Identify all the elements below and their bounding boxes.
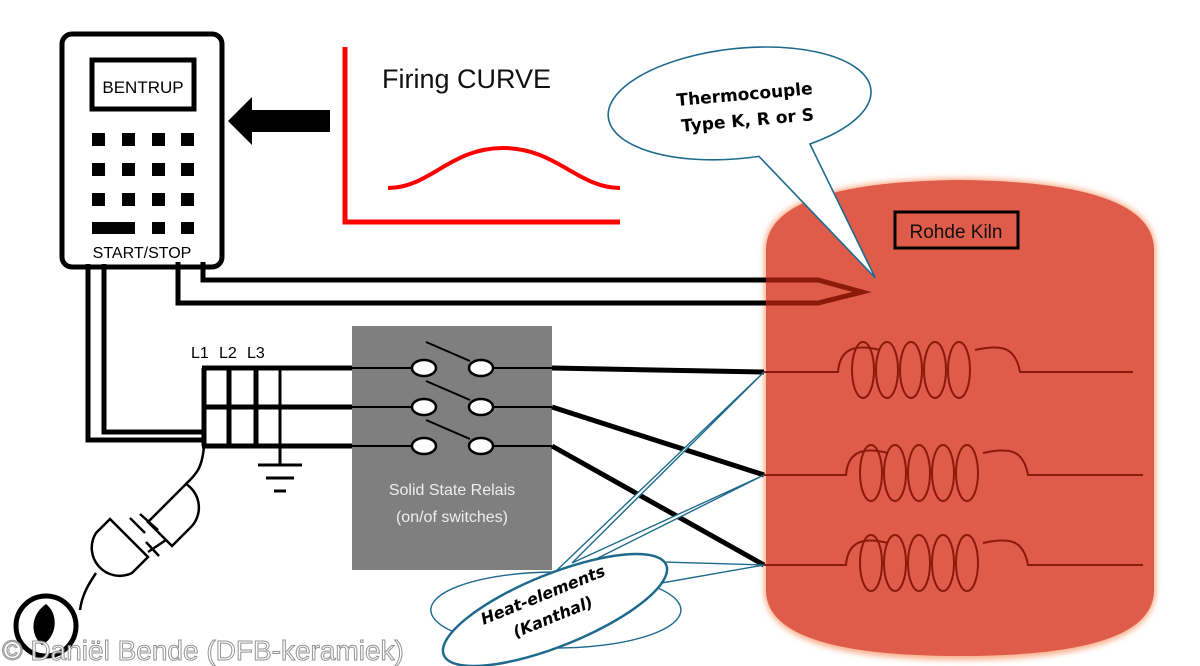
power-source-icon xyxy=(13,593,79,659)
phase-l3-label: L3 xyxy=(247,345,265,362)
key[interactable] xyxy=(122,163,135,176)
key[interactable] xyxy=(92,193,105,206)
heater-wires xyxy=(550,365,766,568)
callout-bubble xyxy=(607,46,876,279)
firing-curve-line xyxy=(387,145,621,190)
thermocouple-probe xyxy=(766,277,872,306)
key[interactable] xyxy=(152,163,165,176)
relay-label-line1: Solid State Relais xyxy=(389,482,515,499)
copyright-watermark: © Daniël Bende (DFB-keramiek) xyxy=(2,635,404,666)
key[interactable] xyxy=(181,133,194,146)
kiln: Rohde Kiln xyxy=(764,178,1156,660)
heating-coil-icon xyxy=(764,341,1133,399)
ground-icon xyxy=(258,463,302,493)
key[interactable] xyxy=(181,193,194,206)
mains-bus: L1 L2 L3 xyxy=(191,345,355,493)
keypad[interactable] xyxy=(92,133,194,234)
heating-coil-icon xyxy=(764,534,1143,592)
phase-l1-label: L1 xyxy=(191,345,209,362)
key[interactable] xyxy=(181,163,194,176)
arrow-left-icon xyxy=(228,97,330,145)
firing-curve-title: Firing CURVE xyxy=(382,64,551,94)
key[interactable] xyxy=(92,163,105,176)
key[interactable] xyxy=(181,222,194,234)
thermocouple-callout: Thermocouple Type K, R or S xyxy=(607,46,876,279)
heat-elements-callout: Heat-elements (Kanthal) xyxy=(430,371,765,666)
bentrup-controller[interactable]: BENTRUP START/STOP xyxy=(59,31,225,270)
switch-contact xyxy=(410,358,495,456)
controller-brand: BENTRUP xyxy=(102,78,183,97)
heating-coil-icon xyxy=(764,444,1143,502)
control-wires xyxy=(85,264,204,443)
start-stop-key[interactable] xyxy=(92,222,135,234)
power-plug-icon xyxy=(78,445,206,611)
display-box xyxy=(89,57,197,112)
firing-curve-graph: Firing CURVE xyxy=(342,47,621,225)
solid-state-relay: Solid State Relais (on/of switches) xyxy=(352,326,552,570)
curve-axes xyxy=(342,47,620,225)
key[interactable] xyxy=(152,222,165,234)
key[interactable] xyxy=(122,193,135,206)
phase-l2-label: L2 xyxy=(219,345,237,362)
relay-box xyxy=(352,326,552,570)
key[interactable] xyxy=(122,133,135,146)
start-stop-label: START/STOP xyxy=(93,245,192,262)
key[interactable] xyxy=(92,133,105,146)
heating-elements xyxy=(764,341,1143,592)
relay-label-line2: (on/of switches) xyxy=(396,509,508,526)
kiln-body xyxy=(766,180,1154,656)
thermocouple-wires xyxy=(175,262,872,306)
kiln-label: Rohde Kiln xyxy=(910,222,1003,243)
key[interactable] xyxy=(152,193,165,206)
key[interactable] xyxy=(152,133,165,146)
kiln-label-box xyxy=(893,210,1020,250)
